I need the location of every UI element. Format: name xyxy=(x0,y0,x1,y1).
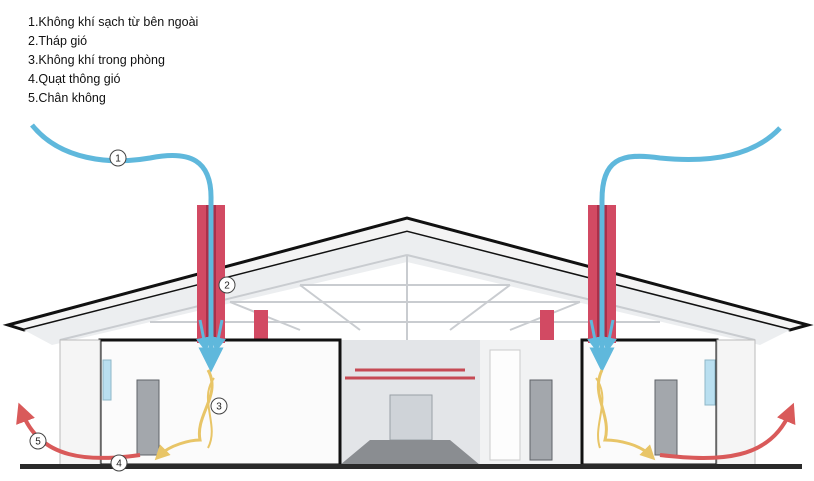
legend: 1.Không khí sạch từ bên ngoài 2.Tháp gió… xyxy=(28,13,198,108)
exhaust-flow-right xyxy=(659,402,796,460)
right-room-window xyxy=(704,359,716,406)
callout-1: 1 xyxy=(109,149,127,167)
room-air-flow-right-2 xyxy=(595,377,604,449)
callout-2-label: 2 xyxy=(224,281,230,292)
callout-4: 4 xyxy=(110,454,128,472)
tower-inflow-right xyxy=(587,319,602,353)
callout-1-label: 1 xyxy=(115,154,121,165)
callout-3-label: 3 xyxy=(216,402,222,413)
legend-item-5: 5.Chân không xyxy=(28,91,106,105)
middle-wall xyxy=(489,349,521,461)
right-room-side-wall xyxy=(716,339,756,466)
tower-inflow-left-2 xyxy=(211,319,226,353)
legend-item-3: 3.Không khí trong phòng xyxy=(28,53,165,67)
callout-5: 5 xyxy=(29,432,47,450)
duct-stub-left xyxy=(254,310,268,340)
callout-2: 2 xyxy=(218,276,236,294)
room-air-flow-left-2 xyxy=(206,377,215,449)
callout-3: 3 xyxy=(210,397,228,415)
roof-underside xyxy=(24,232,790,345)
left-room-door xyxy=(136,379,160,456)
corridor-door xyxy=(389,394,433,441)
tower-inflow-left xyxy=(196,319,211,353)
legend-item-1: 1.Không khí sạch từ bên ngoài xyxy=(28,15,199,29)
middle-door xyxy=(529,379,553,461)
right-room-door xyxy=(654,379,678,456)
left-room-side-wall xyxy=(59,339,101,466)
duct-stub-right xyxy=(540,310,554,340)
fresh-air-flow-left xyxy=(30,123,224,373)
tower-inflow-right-2 xyxy=(602,319,617,353)
callout-5-label: 5 xyxy=(35,437,41,448)
legend-item-2: 2.Tháp gió xyxy=(28,34,88,48)
callout-4-label: 4 xyxy=(116,459,122,470)
fresh-air-flow-right xyxy=(589,126,782,373)
corridor-floor xyxy=(340,440,480,465)
corridor-beams xyxy=(345,368,475,380)
left-room-window xyxy=(102,359,112,401)
right-room xyxy=(580,338,719,467)
room-air-flow-right xyxy=(596,369,656,461)
room-air-flow-left xyxy=(154,369,214,461)
floor xyxy=(20,464,802,469)
legend-item-4: 4.Quạt thông gió xyxy=(28,72,121,86)
